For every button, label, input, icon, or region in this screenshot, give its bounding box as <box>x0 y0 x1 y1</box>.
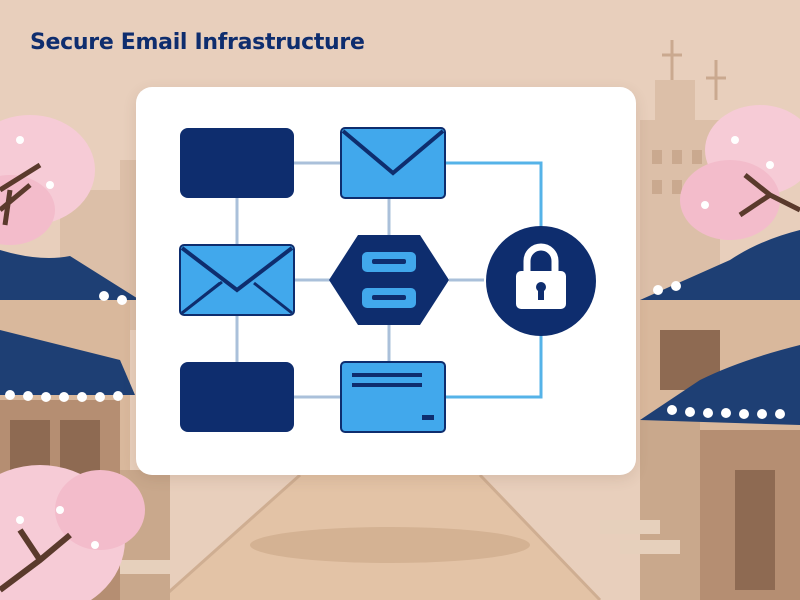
edge-message-to-lock <box>445 335 543 399</box>
road-shadow <box>250 527 530 563</box>
cherry-blossom-tree <box>0 465 145 600</box>
source-box-top[interactable] <box>180 128 294 198</box>
edge-email-top-to-lock <box>445 161 543 227</box>
blossom-flowers <box>16 136 774 549</box>
stone-steps <box>120 520 680 574</box>
server-icon <box>362 252 416 308</box>
envelope-icon <box>341 129 445 176</box>
message-stamp-icon <box>422 415 434 420</box>
hanok-roof <box>0 250 140 300</box>
message-card[interactable] <box>340 361 446 433</box>
lock[interactable] <box>486 226 596 336</box>
diagram-card <box>136 87 636 475</box>
cherry-blossom-tree <box>0 115 95 245</box>
email-top[interactable] <box>340 127 446 199</box>
message-text-line <box>352 383 422 387</box>
mail-server[interactable] <box>329 235 449 325</box>
padlock-icon <box>516 243 566 309</box>
hanok-roof <box>640 345 800 425</box>
network-diagram <box>179 127 596 433</box>
hanok-roof <box>640 230 800 300</box>
envelope-icon <box>180 246 294 293</box>
source-box-bottom[interactable] <box>180 362 294 432</box>
hanok-roof <box>0 330 135 395</box>
cherry-blossom-tree <box>680 105 800 240</box>
source-email-middle[interactable] <box>179 244 295 316</box>
page-title: Secure Email Infrastructure <box>30 30 365 55</box>
connector-lines <box>235 161 543 399</box>
message-text-line <box>352 373 422 377</box>
antenna-icon <box>662 40 726 100</box>
